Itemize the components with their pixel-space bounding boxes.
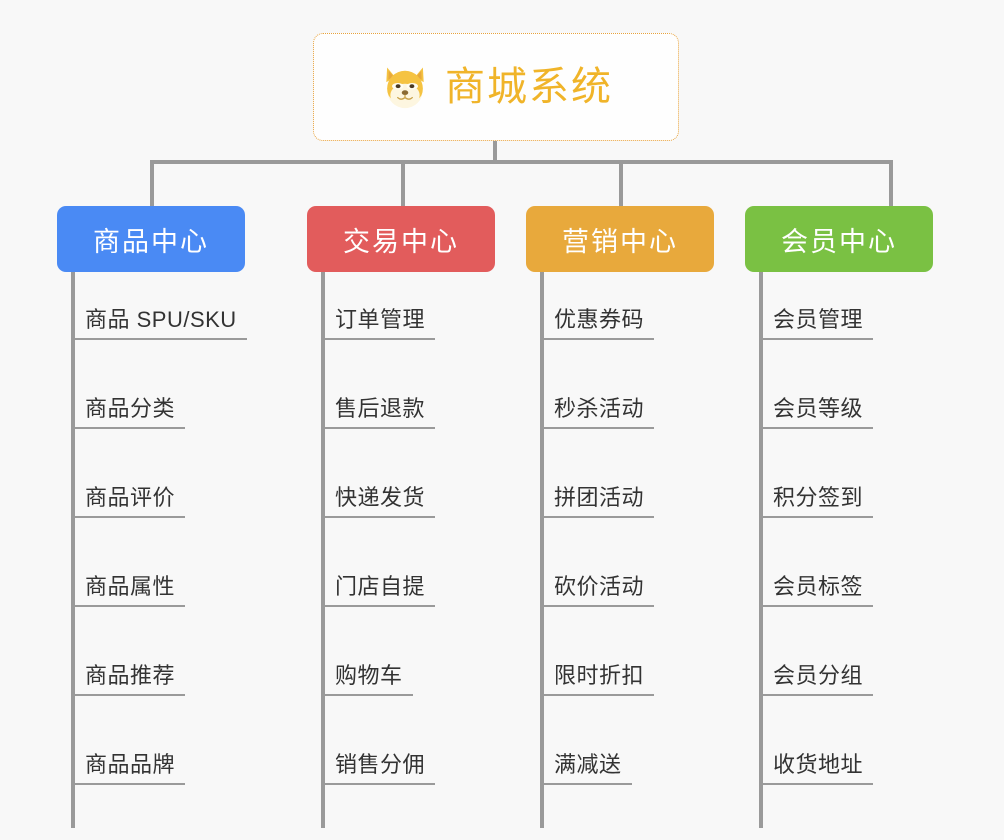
leaf-item[interactable]: 商品品牌 — [71, 752, 186, 786]
branch-header-label: 营销中心 — [562, 226, 678, 257]
leaf-item[interactable]: 售后退款 — [321, 396, 436, 430]
root-title: 商城系统 — [445, 65, 613, 109]
leaf-label: 销售分佣 — [321, 752, 436, 786]
leaf-label: 门店自提 — [321, 574, 436, 608]
shiba-dog-face-icon — [379, 61, 431, 113]
leaf-trunk-line-3 — [540, 272, 544, 828]
leaf-label: 会员标签 — [759, 574, 874, 608]
branch-header-label: 交易中心 — [343, 226, 459, 257]
branch-drop-line-1 — [150, 160, 154, 208]
leaf-label: 满减送 — [540, 752, 632, 786]
branch-drop-line-2 — [401, 160, 405, 208]
leaf-item[interactable]: 优惠券码 — [540, 307, 655, 341]
leaf-item[interactable]: 商品分类 — [71, 396, 186, 430]
leaf-label: 秒杀活动 — [540, 396, 655, 430]
leaf-trunk-line-2 — [321, 272, 325, 828]
leaf-item[interactable]: 会员标签 — [759, 574, 874, 608]
leaf-label: 订单管理 — [321, 307, 436, 341]
leaf-label: 售后退款 — [321, 396, 436, 430]
root-stem-line — [493, 141, 497, 163]
branch-header-label: 会员中心 — [781, 226, 897, 257]
leaf-label: 积分签到 — [759, 485, 874, 519]
leaf-item[interactable]: 门店自提 — [321, 574, 436, 608]
leaf-item[interactable]: 会员分组 — [759, 663, 874, 697]
leaf-item[interactable]: 限时折扣 — [540, 663, 655, 697]
leaf-item[interactable]: 收货地址 — [759, 752, 874, 786]
leaf-item[interactable]: 购物车 — [321, 663, 413, 697]
leaf-label: 快递发货 — [321, 485, 436, 519]
leaf-item[interactable]: 订单管理 — [321, 307, 436, 341]
leaf-label: 商品属性 — [71, 574, 186, 608]
leaf-label: 会员管理 — [759, 307, 874, 341]
leaf-item[interactable]: 销售分佣 — [321, 752, 436, 786]
leaf-label: 商品评价 — [71, 485, 186, 519]
branch-drop-line-4 — [889, 160, 893, 208]
leaf-label: 收货地址 — [759, 752, 874, 786]
branch-header-label: 商品中心 — [93, 226, 209, 257]
leaf-label: 商品分类 — [71, 396, 186, 430]
branch-header-营销中心[interactable]: 营销中心 — [526, 206, 714, 272]
leaf-label: 购物车 — [321, 663, 413, 697]
leaf-label: 优惠券码 — [540, 307, 655, 341]
leaf-label: 砍价活动 — [540, 574, 655, 608]
root-node[interactable]: 商城系统 — [313, 33, 679, 141]
branch-header-交易中心[interactable]: 交易中心 — [307, 206, 495, 272]
branch-header-商品中心[interactable]: 商品中心 — [57, 206, 245, 272]
leaf-label: 会员分组 — [759, 663, 874, 697]
branch-header-会员中心[interactable]: 会员中心 — [745, 206, 933, 272]
leaf-label: 拼团活动 — [540, 485, 655, 519]
leaf-item[interactable]: 拼团活动 — [540, 485, 655, 519]
leaf-label: 会员等级 — [759, 396, 874, 430]
leaf-item[interactable]: 会员等级 — [759, 396, 874, 430]
leaf-item[interactable]: 秒杀活动 — [540, 396, 655, 430]
leaf-item[interactable]: 商品评价 — [71, 485, 186, 519]
branch-drop-line-3 — [619, 160, 623, 208]
branch-bus-line — [150, 160, 893, 164]
leaf-label: 限时折扣 — [540, 663, 655, 697]
leaf-item[interactable]: 商品推荐 — [71, 663, 186, 697]
leaf-trunk-line-4 — [759, 272, 763, 828]
leaf-label: 商品推荐 — [71, 663, 186, 697]
leaf-item[interactable]: 快递发货 — [321, 485, 436, 519]
leaf-item[interactable]: 满减送 — [540, 752, 632, 786]
leaf-label: 商品品牌 — [71, 752, 186, 786]
leaf-item[interactable]: 会员管理 — [759, 307, 874, 341]
leaf-item[interactable]: 积分签到 — [759, 485, 874, 519]
leaf-item[interactable]: 商品属性 — [71, 574, 186, 608]
leaf-item[interactable]: 砍价活动 — [540, 574, 655, 608]
leaf-item[interactable]: 商品 SPU/SKU — [71, 307, 247, 341]
leaf-trunk-line-1 — [71, 272, 75, 828]
leaf-label: 商品 SPU/SKU — [71, 307, 247, 341]
